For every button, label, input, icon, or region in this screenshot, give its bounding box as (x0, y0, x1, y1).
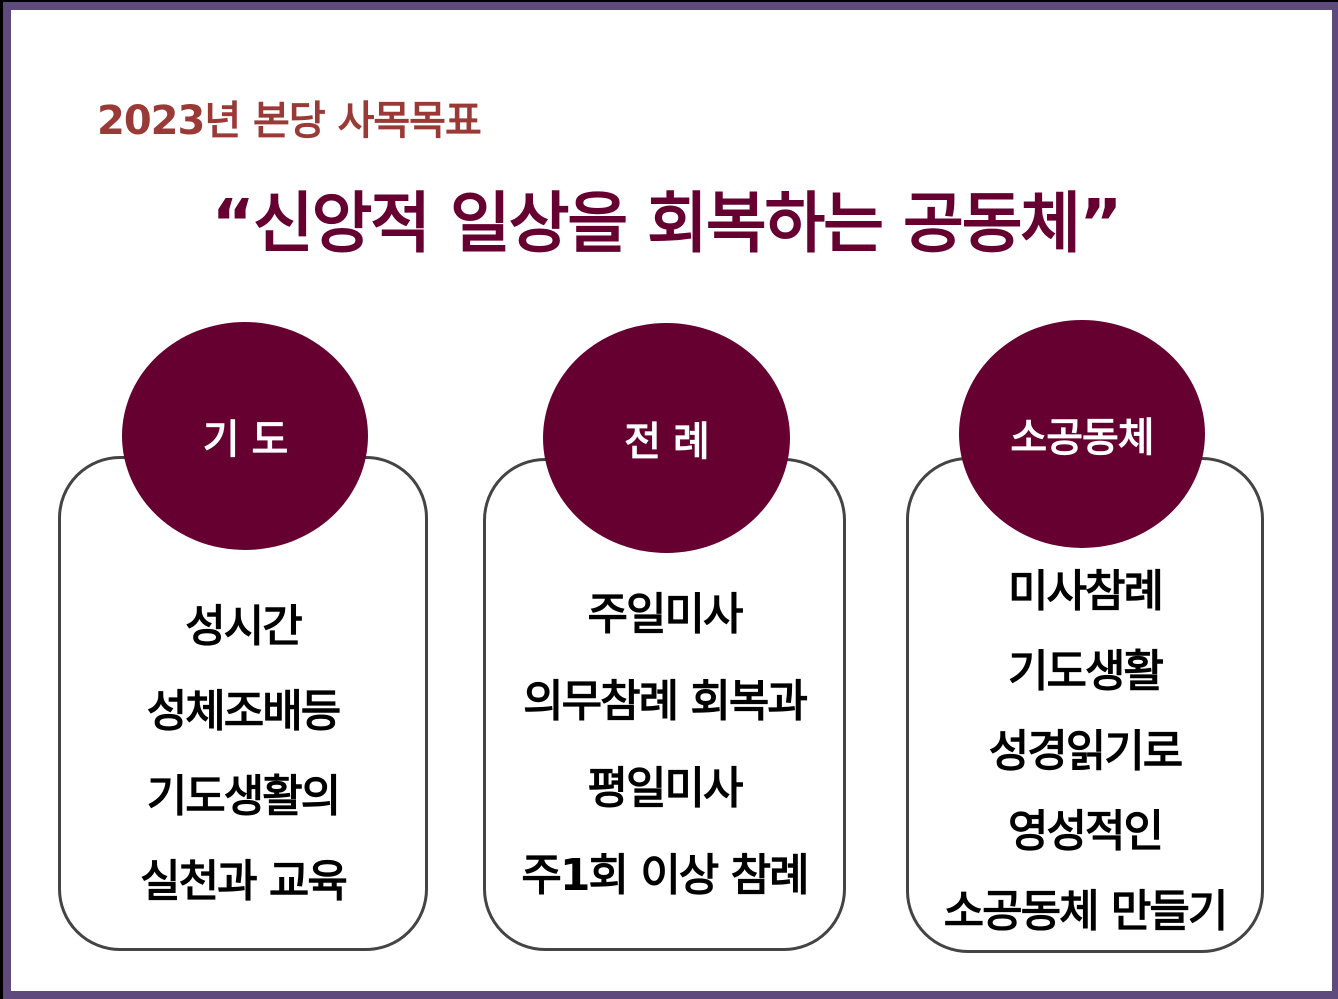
slide-title: “신앙적 일상을 회복하는 공동체” (211, 185, 1122, 262)
card-line: 실천과 교육 (140, 856, 348, 907)
card-line: 주1회 이상 참례 (521, 850, 809, 901)
card-line: 의무참례 회복과 (523, 676, 808, 727)
card-heading: 소공동체 (1010, 415, 1154, 461)
slide-subtitle: 2023년 본당 사목목표 (97, 98, 482, 144)
card-body: 성시간 성체조배등 기도생활의 실천과 교육 (61, 584, 425, 924)
goal-card-small-community: 미사참례 기도생활 성경읽기로 영성적인 소공동체 만들기 (906, 457, 1264, 953)
card-heading: 기 도 (202, 417, 289, 463)
card-body: 주일미사 의무참례 회복과 평일미사 주1회 이상 참례 (486, 571, 843, 919)
card-line: 미사참례 (1008, 566, 1164, 617)
card-heading-circle: 소공동체 (959, 320, 1205, 548)
card-line: 성경읽기로 (988, 726, 1183, 777)
card-line: 기도생활 (1008, 646, 1164, 697)
card-line: 소공동체 만들기 (943, 886, 1229, 937)
card-heading-circle: 기 도 (122, 322, 368, 550)
card-line: 주일미사 (587, 589, 744, 640)
card-heading: 전 례 (624, 419, 710, 465)
card-line: 성시간 (185, 601, 302, 652)
card-heading-circle: 전 례 (543, 323, 790, 553)
card-line: 평일미사 (587, 763, 744, 814)
card-line: 기도생활의 (146, 771, 341, 822)
card-line: 영성적인 (1008, 806, 1164, 857)
goal-card-liturgy: 주일미사 의무참례 회복과 평일미사 주1회 이상 참례 (483, 458, 846, 951)
goal-card-prayer: 성시간 성체조배등 기도생활의 실천과 교육 (58, 456, 428, 951)
card-body: 미사참례 기도생활 성경읽기로 영성적인 소공동체 만들기 (909, 552, 1261, 952)
card-line: 성체조배등 (146, 686, 341, 737)
